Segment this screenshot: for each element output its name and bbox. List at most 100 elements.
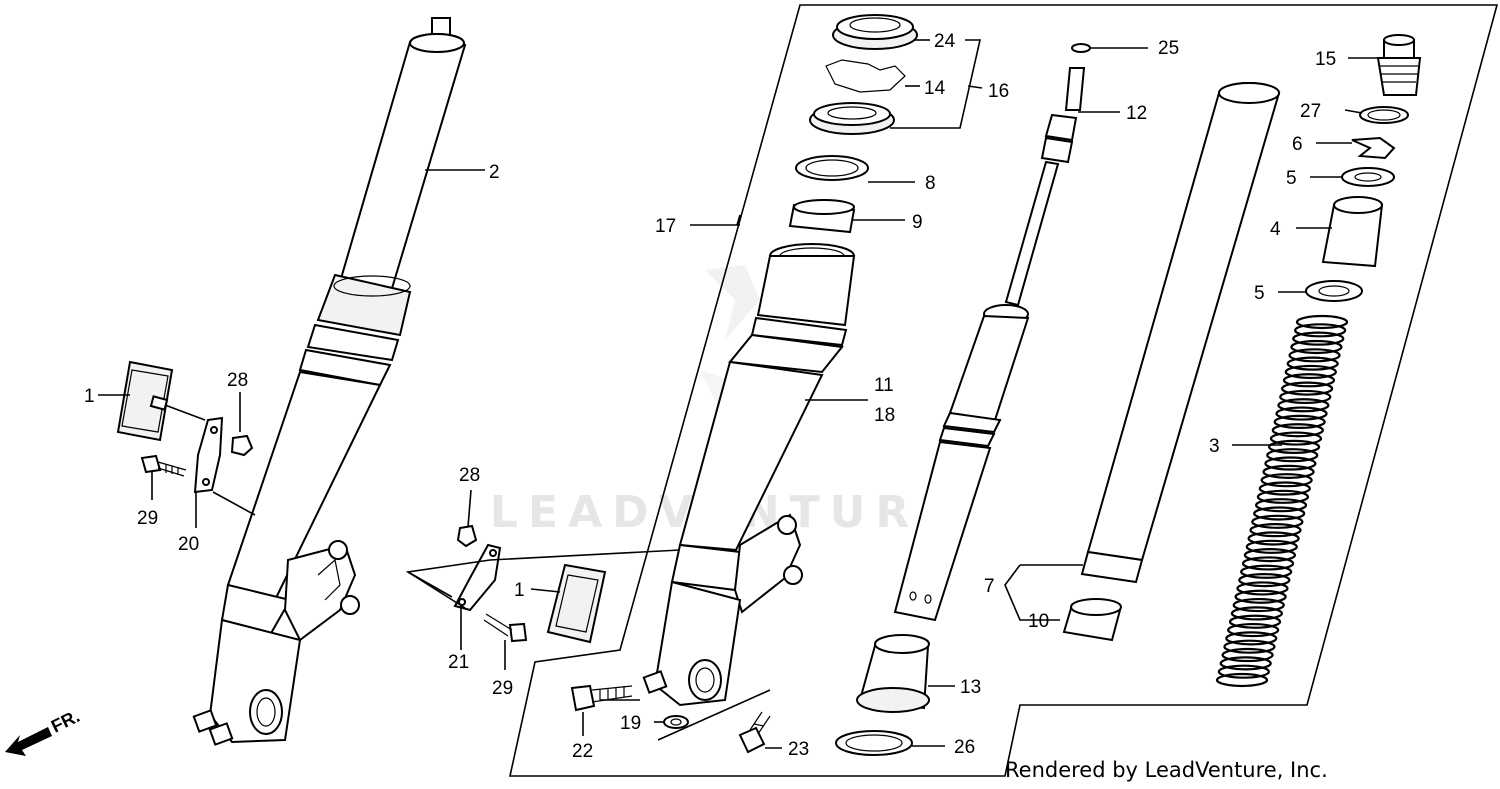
spring-coil <box>1228 614 1282 629</box>
spring-coil <box>1251 514 1304 529</box>
spring-coil <box>1281 381 1334 396</box>
callout-22: 22 <box>572 741 593 762</box>
spring-coil <box>1240 564 1293 579</box>
washer-25 <box>1071 43 1091 53</box>
drain-bolt <box>738 726 766 754</box>
spring-coil <box>1245 539 1298 554</box>
direction-label: FR. <box>48 706 83 737</box>
washer <box>663 715 689 729</box>
credit-text: Rendered by LeadVenture, Inc. <box>1005 758 1328 782</box>
outer-tube-body <box>678 360 824 552</box>
callout-11: 11 <box>874 375 894 396</box>
nut <box>230 434 254 457</box>
callout-29-right: 29 <box>492 678 513 699</box>
callout-20: 20 <box>178 534 199 555</box>
lower-fasteners <box>570 684 782 754</box>
fork-spring <box>1215 314 1349 688</box>
callout-24: 24 <box>934 31 956 52</box>
callout-leaders-left <box>98 169 485 528</box>
callout-16: 16 <box>988 81 1009 102</box>
spring-coil <box>1243 548 1297 563</box>
callout-10: 10 <box>1028 611 1049 632</box>
spring-coil <box>1253 506 1306 521</box>
spring-coil <box>1279 389 1332 405</box>
callout-28-right: 28 <box>459 465 480 486</box>
caliper-mount <box>283 543 357 642</box>
spring-coil <box>1232 597 1285 613</box>
callout-12: 12 <box>1126 103 1147 124</box>
spring-coil <box>1288 348 1341 363</box>
damper-assembly <box>835 43 1148 756</box>
reflector-assembly-right <box>405 489 681 670</box>
spring-stack <box>1215 34 1422 688</box>
reflector-assembly-left <box>116 360 254 494</box>
spring-coil <box>1286 356 1339 371</box>
dust-seal <box>316 273 412 337</box>
axle-pinch-bolt <box>570 684 596 712</box>
bolt <box>140 454 162 474</box>
callout-29-left: 29 <box>137 508 158 529</box>
spacer <box>1321 204 1384 268</box>
callout-9: 9 <box>912 212 923 233</box>
damper-cylinder-lower <box>893 440 992 622</box>
nut <box>456 524 478 548</box>
spring-coil <box>1292 331 1345 346</box>
spring-coil <box>1215 672 1269 688</box>
callout-3: 3 <box>1209 436 1220 457</box>
stopper-ring-14 <box>825 59 906 93</box>
spring-coil <box>1275 406 1328 421</box>
spring-coil <box>1249 523 1302 538</box>
spring-coil <box>1282 373 1336 388</box>
callout-15: 15 <box>1315 49 1336 70</box>
callout-7: 7 <box>984 576 995 597</box>
callout-19: 19 <box>620 713 641 734</box>
callout-18: 18 <box>874 405 895 426</box>
reflector-plate <box>546 563 607 644</box>
spring-coil <box>1217 664 1270 679</box>
spring-coil <box>1234 589 1287 604</box>
callout-26: 26 <box>954 737 975 758</box>
callout-5-lower: 5 <box>1254 283 1265 304</box>
spring-coil <box>1284 364 1337 380</box>
stopper-ring <box>1351 136 1396 160</box>
callout-14: 14 <box>924 78 946 99</box>
spring-seat <box>1305 280 1363 302</box>
callout-8: 8 <box>925 173 936 194</box>
callout-leaders-middle <box>600 39 983 701</box>
callout-25: 25 <box>1158 38 1179 59</box>
bolt <box>508 622 528 643</box>
spring-coil <box>1227 622 1280 638</box>
damper-rod-top <box>1064 67 1086 111</box>
callout-2: 2 <box>489 162 500 183</box>
exploded-view-frame <box>509 4 1499 777</box>
callout-23: 23 <box>788 739 809 760</box>
reflector-bracket <box>193 416 224 494</box>
callout-6: 6 <box>1292 134 1303 155</box>
spring-coil <box>1219 656 1272 671</box>
spring-coil <box>1269 431 1323 446</box>
front-direction-arrow: FR. <box>5 706 83 756</box>
spring-coil <box>1290 339 1343 355</box>
callout-28-left: 28 <box>227 370 248 391</box>
spring-coil <box>1294 323 1347 338</box>
callout-4: 4 <box>1270 219 1281 240</box>
callout-27: 27 <box>1300 101 1321 122</box>
callout-5-upper: 5 <box>1286 168 1297 189</box>
spring-coil <box>1236 581 1289 596</box>
spring-coil <box>1260 473 1313 488</box>
callout-1-right: 1 <box>514 580 525 601</box>
fork-inner-tube <box>338 40 467 297</box>
spring-coil <box>1225 631 1278 646</box>
spring-coil <box>1256 489 1310 504</box>
spring-coil <box>1254 498 1308 513</box>
o-ring <box>1359 106 1409 124</box>
spring-coil <box>1241 556 1295 571</box>
spring-coil <box>1266 448 1319 463</box>
spring-coil <box>1258 481 1311 496</box>
spring-coil <box>1267 439 1321 454</box>
damper-cylinder-upper <box>948 314 1030 422</box>
spring-coil <box>1277 398 1330 413</box>
callout-21: 21 <box>448 652 469 673</box>
